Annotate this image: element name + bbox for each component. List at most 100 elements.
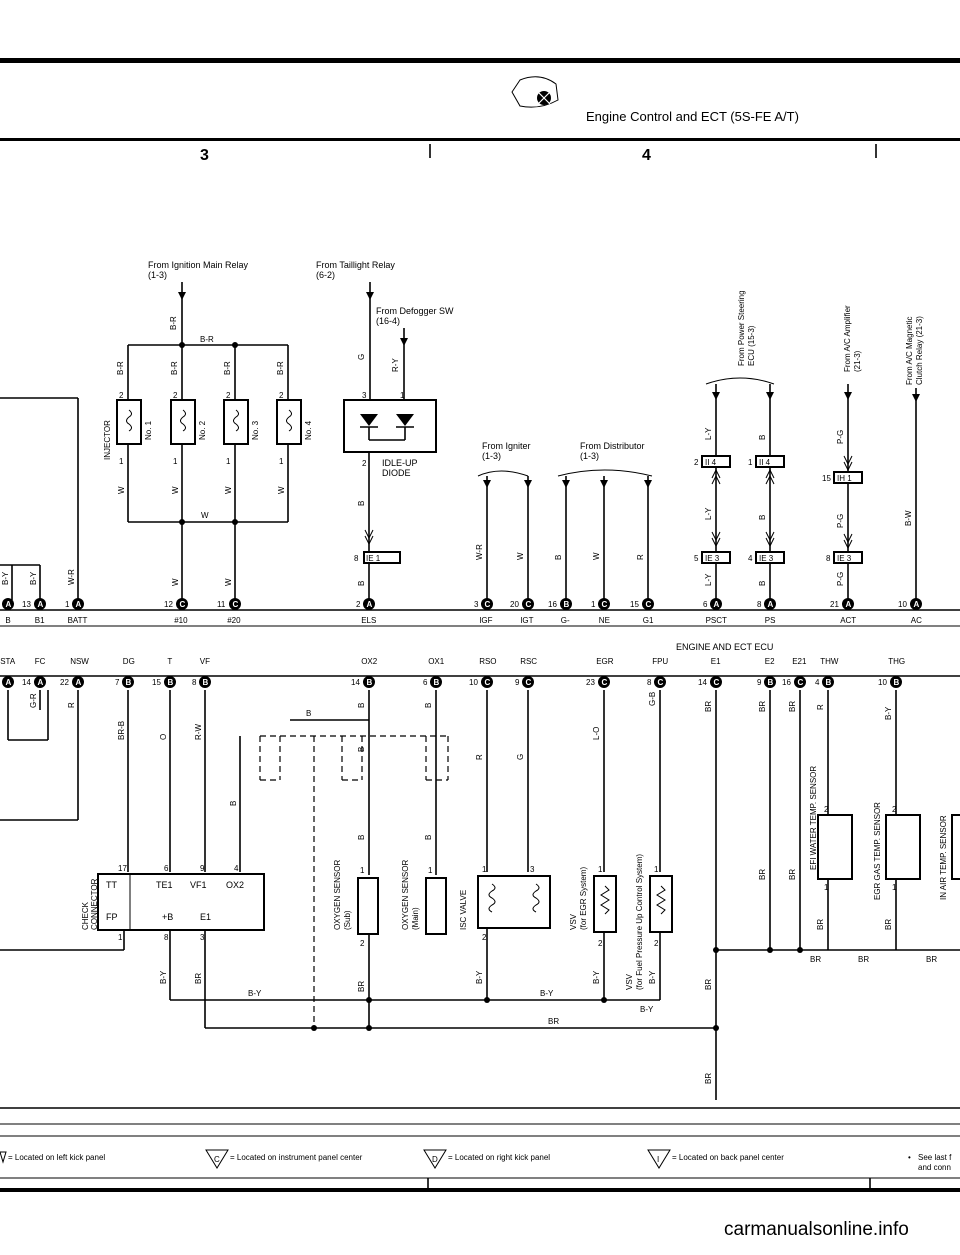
svg-text:BR: BR bbox=[194, 973, 203, 984]
connector-letter: B bbox=[768, 678, 774, 687]
svg-text:2: 2 bbox=[482, 933, 487, 942]
svg-text:2: 2 bbox=[119, 391, 124, 400]
svg-text:1: 1 bbox=[360, 866, 365, 875]
svg-text:EFI WATER TEMP. SENSOR: EFI WATER TEMP. SENSOR bbox=[809, 766, 818, 870]
svg-text:B-Y: B-Y bbox=[29, 571, 38, 585]
ecu-terminal-row-1: ABA13B1A1BATTC12#10C11#20A2ELSC3IGFC20IG… bbox=[2, 598, 922, 625]
svg-text:B: B bbox=[758, 581, 767, 586]
connector-letter: C bbox=[485, 678, 491, 687]
svg-text:B: B bbox=[357, 703, 366, 708]
terminal-label: RSO bbox=[479, 657, 496, 666]
svg-text:No. 2: No. 2 bbox=[198, 420, 207, 440]
pin-number: 9 bbox=[757, 678, 762, 687]
svg-text:B: B bbox=[424, 835, 433, 840]
terminal-label: NSW bbox=[70, 657, 89, 666]
svg-text:3: 3 bbox=[530, 865, 535, 874]
svg-text:B-Y: B-Y bbox=[159, 970, 168, 984]
svg-text:FP: FP bbox=[106, 912, 118, 922]
svg-text:W-R: W-R bbox=[475, 544, 484, 560]
svg-text:1: 1 bbox=[892, 883, 897, 892]
svg-text:BR: BR bbox=[704, 701, 713, 712]
pin-number: 15 bbox=[630, 600, 639, 609]
svg-text:L-Y: L-Y bbox=[704, 427, 713, 440]
svg-text:1: 1 bbox=[824, 883, 829, 892]
pin-number: 11 bbox=[217, 600, 226, 609]
pin-number: 21 bbox=[830, 600, 839, 609]
terminal-label: RSC bbox=[520, 657, 537, 666]
svg-text:B-R: B-R bbox=[170, 361, 179, 375]
svg-text:3: 3 bbox=[200, 933, 205, 942]
vsv-fuel-pressure: 1 2 VSV (for Fuel Pressure Up Control Sy… bbox=[625, 854, 673, 990]
svg-text:B: B bbox=[357, 501, 366, 506]
svg-text:•: • bbox=[908, 1153, 911, 1162]
terminal-label: #20 bbox=[227, 616, 241, 625]
pin-number: 20 bbox=[510, 600, 519, 609]
connector-letter: A bbox=[76, 678, 82, 687]
svg-text:R: R bbox=[816, 704, 825, 710]
svg-text:BR-B: BR-B bbox=[117, 721, 126, 740]
pin-number: 10 bbox=[878, 678, 887, 687]
ecu-label: ENGINE AND ECT ECU bbox=[676, 642, 773, 652]
svg-text:No. 3: No. 3 bbox=[251, 420, 260, 440]
svg-text:BR: BR bbox=[704, 1073, 713, 1084]
svg-text:BR: BR bbox=[858, 955, 869, 964]
vsv-egr: 1 2 VSV (for EGR System) bbox=[569, 865, 617, 948]
svg-text:B-W: B-W bbox=[904, 510, 913, 526]
pin-number: 13 bbox=[22, 600, 31, 609]
pin-number: 7 bbox=[115, 678, 120, 687]
pin-number: 6 bbox=[703, 600, 708, 609]
svg-text:R: R bbox=[67, 702, 76, 708]
pin-number: 8 bbox=[647, 678, 652, 687]
svg-text:2: 2 bbox=[279, 391, 284, 400]
ecu-terminal: C12#10 bbox=[164, 598, 188, 625]
svg-text:= Located on right kick panel: = Located on right kick panel bbox=[448, 1153, 550, 1162]
svg-text:(Main): (Main) bbox=[411, 907, 420, 930]
pin-number: 10 bbox=[469, 678, 478, 687]
svg-text:Clutch Relay (21-3): Clutch Relay (21-3) bbox=[915, 316, 924, 385]
svg-text:B-Y: B-Y bbox=[648, 970, 657, 984]
svg-text:B-Y: B-Y bbox=[884, 706, 893, 720]
column-number-4: 4 bbox=[642, 147, 651, 164]
ecu-terminal-row-2: ASTAA14FCA22NSWB7DGB15TB8VFB14OX2B6OX1C1… bbox=[0, 657, 905, 688]
svg-text:BR: BR bbox=[810, 955, 821, 964]
svg-text:From Power Steering: From Power Steering bbox=[737, 290, 746, 366]
svg-text:2: 2 bbox=[694, 458, 699, 467]
svg-text:VSV: VSV bbox=[625, 973, 634, 990]
watermark: carmanualsonline.info bbox=[724, 1219, 909, 1240]
svg-text:B-Y: B-Y bbox=[640, 1005, 654, 1014]
svg-text:VF1: VF1 bbox=[190, 880, 207, 890]
terminal-label: OX1 bbox=[428, 657, 445, 666]
pin-number: 8 bbox=[192, 678, 197, 687]
svg-text:I: I bbox=[657, 1155, 659, 1164]
svg-text:P-G: P-G bbox=[836, 572, 845, 586]
svg-text:O: O bbox=[159, 734, 168, 740]
svg-text:From A/C Magnetic: From A/C Magnetic bbox=[905, 317, 914, 385]
connector-letter: B bbox=[894, 678, 900, 687]
connector-letter: C bbox=[646, 600, 652, 609]
terminal-label: STA bbox=[0, 657, 16, 666]
source-taillight-ref: (6-2) bbox=[316, 270, 335, 280]
junction-ie1: IE 1 bbox=[366, 554, 381, 563]
svg-text:= Located on back panel center: = Located on back panel center bbox=[672, 1153, 784, 1162]
terminal-label: E1 bbox=[711, 657, 721, 666]
svg-text:BR: BR bbox=[758, 701, 767, 712]
pin-number: 9 bbox=[515, 678, 520, 687]
terminal-label: B bbox=[5, 616, 10, 625]
svg-text:8: 8 bbox=[354, 554, 359, 563]
svg-text:W: W bbox=[171, 578, 180, 586]
svg-text:BR: BR bbox=[758, 869, 767, 880]
svg-text:1: 1 bbox=[118, 933, 123, 942]
pin-number: 1 bbox=[65, 600, 70, 609]
svg-text:W: W bbox=[171, 486, 180, 494]
